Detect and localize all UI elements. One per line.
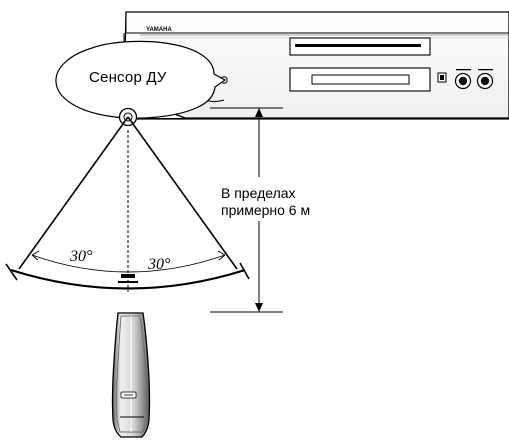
ir-range-sector: [5, 116, 250, 292]
distance-indicator: [210, 107, 283, 313]
brand-logo-text: YAMAHA: [146, 27, 172, 33]
distance-label-line-2: примерно 6 м: [221, 202, 311, 218]
remote-control-icon: [111, 312, 151, 438]
distance-label-line-1: В пределах: [221, 185, 296, 201]
sensor-label: Сенсор ДУ: [89, 69, 167, 86]
angle-label-right: 30°: [148, 256, 171, 273]
dvd-player-icon: [123, 11, 509, 120]
angle-label-left: 30°: [70, 248, 93, 265]
